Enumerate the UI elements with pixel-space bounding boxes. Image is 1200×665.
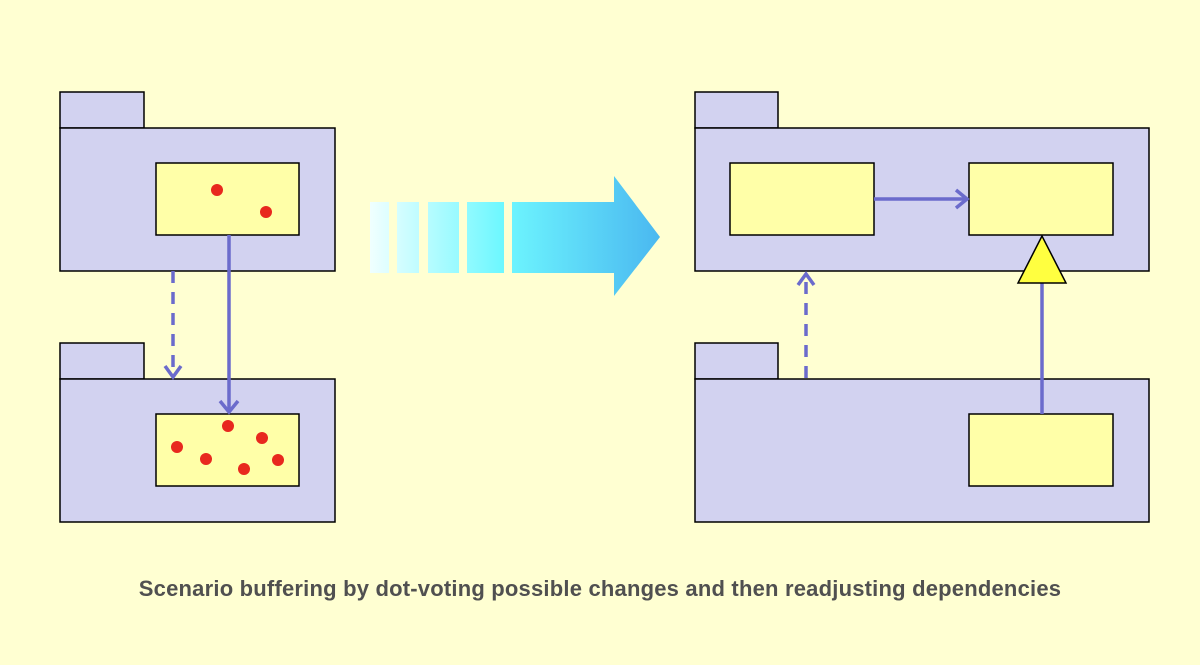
vote-dot [256, 432, 268, 444]
class-box-left [729, 162, 875, 236]
before-bottom-package [59, 342, 336, 523]
dashed-package-dependency-arrow [163, 271, 183, 380]
package-tab [59, 342, 145, 380]
class-box-right [968, 162, 1114, 236]
generalization-triangle [1016, 234, 1068, 284]
diagram-caption: Scenario buffering by dot-voting possibl… [138, 576, 1062, 601]
dashed-package-dependency-arrow [796, 271, 816, 378]
dot-votes-top [211, 184, 272, 218]
class-box [968, 413, 1114, 487]
vote-dot [171, 441, 183, 453]
vote-dot [211, 184, 223, 196]
package-tab [59, 91, 145, 129]
vote-dot [260, 206, 272, 218]
vote-dot [238, 463, 250, 475]
after-bottom-package [694, 342, 1150, 523]
package-tab [694, 342, 779, 380]
vote-dot [200, 453, 212, 465]
class-dependency-arrow [874, 188, 970, 210]
vote-dot [272, 454, 284, 466]
class-box [155, 162, 300, 236]
package-tab [694, 91, 779, 129]
after-top-package [694, 91, 1150, 272]
dot-votes-bottom [171, 420, 284, 475]
vote-dot [222, 420, 234, 432]
generalization-arrow [1016, 234, 1068, 414]
transition-arrow [370, 176, 660, 296]
before-top-package [59, 91, 336, 272]
class-dependency-arrow [218, 235, 240, 415]
